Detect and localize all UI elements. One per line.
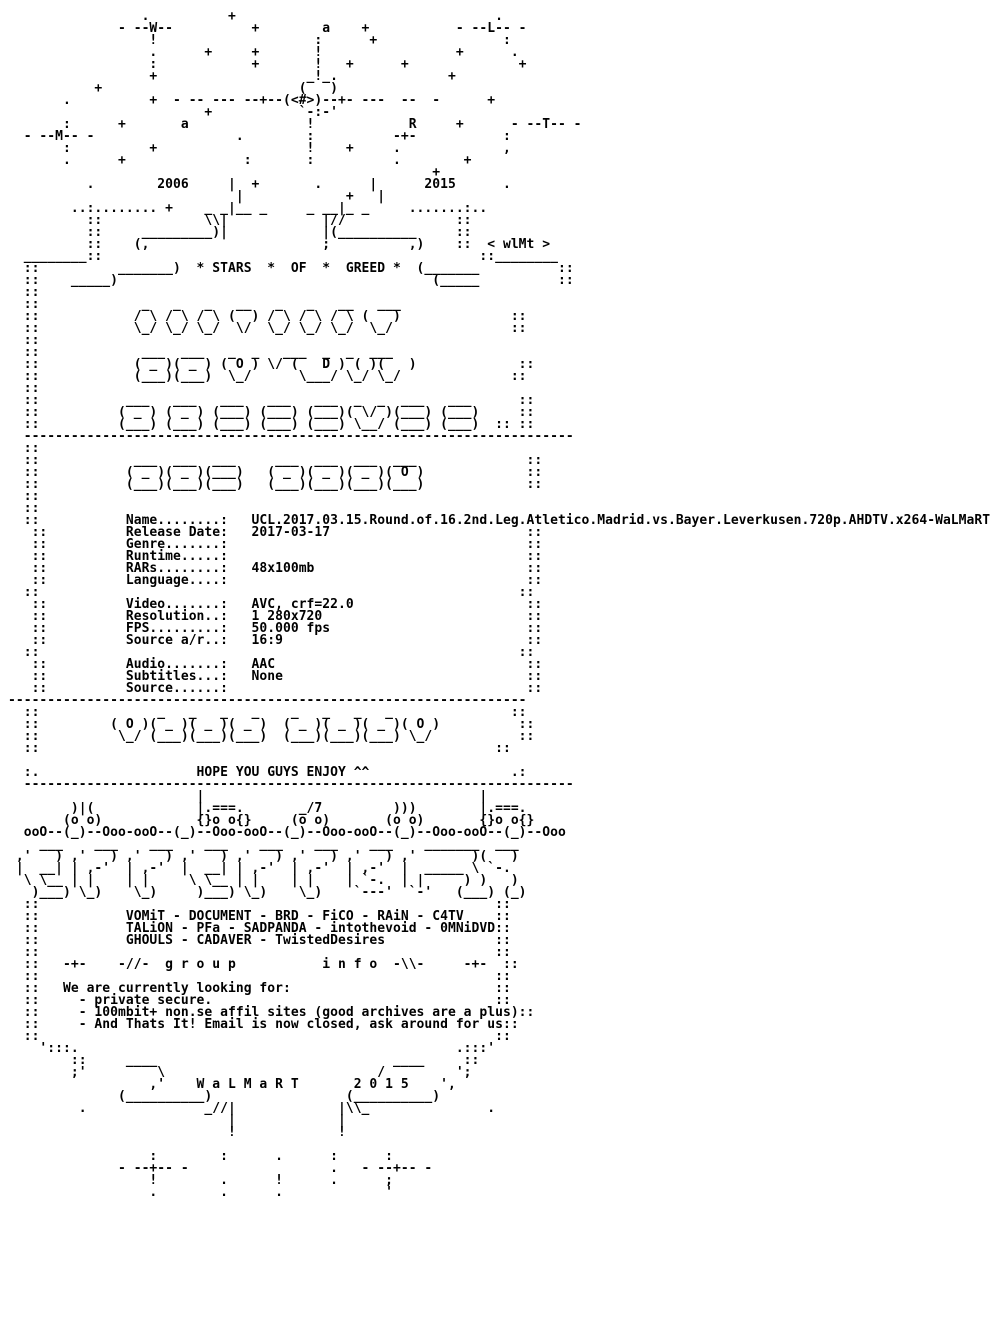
nfo-text-block: . + . - --W-- + a + - --L-- - ! : + : . (8, 9, 991, 1200)
nfo-line: :: _ _ _ __ _ _ __ ___ (8, 297, 401, 312)
nfo-line: :: :: (8, 969, 511, 984)
nfo-line: :: ( _ ) ( _ ) (___) (___) (___)( \/ )(_… (8, 405, 535, 420)
nfo-line: \ \__ | | | | \ \__ | | | | | `-. | | ) … (8, 873, 519, 888)
nfo-line: : + ! + + + (8, 57, 527, 72)
nfo-line: :: GHOULS - CADAVER - TwistedDesires :: (8, 933, 511, 948)
nfo-line: ,' ) ,' ) ,' ) ,' ) ,' ) ,' ) ,' ) ,' )(… (8, 849, 519, 864)
nfo-line: :: Source a/r..: 16:9 :: (8, 633, 543, 648)
nfo-line: :: ___ ___ ___ ___ ___ ___ ___ :: (8, 453, 543, 468)
nfo-line: :: (8, 489, 40, 504)
nfo-line: : + a ! R + - --T-- - (8, 117, 582, 132)
nfo-line: :: ____ ____ :: (8, 1053, 480, 1068)
nfo-line: :: :: (8, 585, 535, 600)
nfo-line: :: (8, 441, 40, 456)
nfo-line: :: RARs........: 48x100mb :: (8, 561, 543, 576)
nfo-line: . + + ! + . (8, 45, 519, 60)
nfo-line: ----------------------------------------… (8, 693, 527, 708)
nfo-line: | __| | ,-' | ,-' | __| | ,-' | ,-' | ,-… (8, 861, 511, 876)
nfo-line: :: ( _ )( _ )(___) ( _ )( _ )( _ )( O ) … (8, 465, 543, 480)
nfo-line: :: TALiON - PFa - SADPANDA - intothevoid… (8, 921, 511, 936)
nfo-line: :: (, ; ,) :: < wlMt > (8, 237, 551, 252)
nfo-line: (__________) (__________) (8, 1089, 441, 1104)
nfo-line: :: \_/ \_/ \_/ \/ \_/ \_/ \_/ \_/ :: (8, 321, 527, 336)
nfo-line: ..:........ + _ _|__ _ _ __|_ _ .......:… (8, 201, 488, 216)
nfo-line: :: \\| |// :: (8, 213, 472, 228)
nfo-line: :: (8, 285, 40, 300)
nfo-line: + `-:-' (8, 105, 338, 120)
nfo-line: :: (___)(___)(___) (___)(___)(___)(___) … (8, 477, 543, 492)
nfo-line: ;' \ / '; (8, 1065, 472, 1080)
nfo-line: :: :: (8, 945, 511, 960)
nfo-line: :: VOMiT - DOCUMENT - BRD - FiCO - RAiN … (8, 909, 511, 924)
nfo-line: . + . (8, 9, 503, 24)
nfo-line: ----------------------------------------… (8, 777, 574, 792)
nfo-line: :: _______) * STARS * OF * GREED * (____… (8, 261, 574, 276)
nfo-line: :: _____) (_____ :: (8, 273, 574, 288)
nfo-line: :: Audio.......: AAC :: (8, 657, 543, 672)
nfo-line: . . . ' (8, 1185, 393, 1200)
nfo-line: :: Resolution..: 1 280x720 :: (8, 609, 543, 624)
nfo-line: :: (___) (___) (___) (___) (___) \__/ (_… (8, 417, 535, 432)
nfo-line: ___ ___ ___ ___ ___ ___ ___ _______ ___ (8, 837, 519, 852)
nfo-line: - --W-- + a + - --L-- - (8, 21, 527, 36)
nfo-line: . + - -- --- --+--(<#>)--+- --- -- - + (8, 93, 496, 108)
nfo-line: - --M-- - . : -+- : (8, 129, 511, 144)
nfo-line: ooO--(_)--Ooo-ooO--(_)--Ooo-ooO--(_)--Oo… (8, 825, 566, 840)
nfo-line: :: ___ ___ _ _ ___ _ _ ___ (8, 345, 393, 360)
nfo-line: + ( ) (8, 81, 338, 96)
nfo-line: :: :: (8, 741, 511, 756)
nfo-line: :: \_/ (___)(___)(___) (___)(___)(___) \… (8, 729, 535, 744)
nfo-line: :: We are currently looking for: :: (8, 981, 511, 996)
nfo-line: :: _ _ _ _ _ _ _ _ :: (8, 705, 527, 720)
nfo-line: :: ( _ )( _ ) ( O ) \/ ( D ) ( )( ) :: (8, 357, 535, 372)
nfo-line: :: - 100mbit+ non.se affil sites (good a… (8, 1005, 535, 1020)
nfo-line: . + : : . + (8, 153, 472, 168)
nfo-line: :: (8, 333, 40, 348)
nfo-line: :: / \ / \ / \ ( ) / \ / \ / \ ( ) :: (8, 309, 527, 324)
nfo-line: :: Source......: :: (8, 681, 543, 696)
nfo-line: : : . : : (8, 1149, 393, 1164)
nfo-line: :: :: (8, 897, 511, 912)
nfo-line: ':::. .:::' (8, 1041, 496, 1056)
nfo-line: )___) \_) \_) )___) \_) \_) `---' `-' (_… (8, 885, 527, 900)
nfo-line: (o o) {}o o{} (o o) (o o) {}o o{} (8, 813, 535, 828)
nfo-line: :: FPS.........: 50.000 fps :: (8, 621, 543, 636)
nfo-line: + (8, 165, 441, 180)
nfo-line: :: Video.......: AVC, crf=22.0 :: (8, 597, 543, 612)
nfo-line: . 2006 | + . | 2015 . (8, 177, 511, 192)
nfo-line: + _!_. + (8, 69, 456, 84)
nfo-line: | | (8, 789, 488, 804)
nfo-line: . _//| |\\_ . (8, 1101, 496, 1116)
nfo-line: :: -+- -//- g r o u p i n f o -\\- -+- :… (8, 957, 519, 972)
nfo-line: ,' W a L M a R T 2 0 1 5 ', (8, 1077, 456, 1092)
nfo-line: :: ___ ___ ___ ___ ___ _ _ ___ ___ :: (8, 393, 535, 408)
nfo-line: :: Subtitles...: None :: (8, 669, 543, 684)
nfo-line: ________:: ::________ (8, 249, 558, 264)
nfo-line: :: (8, 501, 40, 516)
nfo-line: :: _________)| |(__________ :: (8, 225, 472, 240)
nfo-line: :: :: (8, 645, 535, 660)
nfo-line: ! : + : (8, 33, 511, 48)
nfo-line: - --+-- - . - --+-- - (8, 1161, 433, 1176)
nfo-line: :: - private secure. :: (8, 993, 511, 1008)
nfo-line: :: Release Date: 2017-03-17 :: (8, 525, 543, 540)
nfo-line: :: ( O )( _ )( _ )( _ ) ( _ )( _ )( _ )(… (8, 717, 535, 732)
nfo-line: :: Genre.......: :: (8, 537, 543, 552)
nfo-line: | | (8, 1113, 346, 1128)
nfo-line: :. HOPE YOU GUYS ENJOY ^^ .: (8, 765, 527, 780)
nfo-line: :: Name........: UCL.2017.03.15.Round.of… (8, 513, 991, 528)
nfo-line: :: :: (8, 1029, 511, 1044)
nfo-line: :: (8, 381, 40, 396)
nfo-line: ----------------------------------------… (8, 429, 574, 444)
nfo-line: :: (___)(___) \_/ \___/ \_/ \_/ :: (8, 369, 527, 384)
nfo-line: )|( |.===. _/7 ))) |.===. (8, 801, 527, 816)
nfo-line: : + ! + . , (8, 141, 511, 156)
nfo-line: ! . ! . ; (8, 1173, 393, 1188)
nfo-line: :: Runtime.....: :: (8, 549, 543, 564)
nfo-line: ! ! (8, 1125, 346, 1140)
nfo-line: :: - And Thats It! Email is now closed, … (8, 1017, 519, 1032)
nfo-line: :: Language....: :: (8, 573, 543, 588)
nfo-line: | + | (8, 189, 386, 204)
